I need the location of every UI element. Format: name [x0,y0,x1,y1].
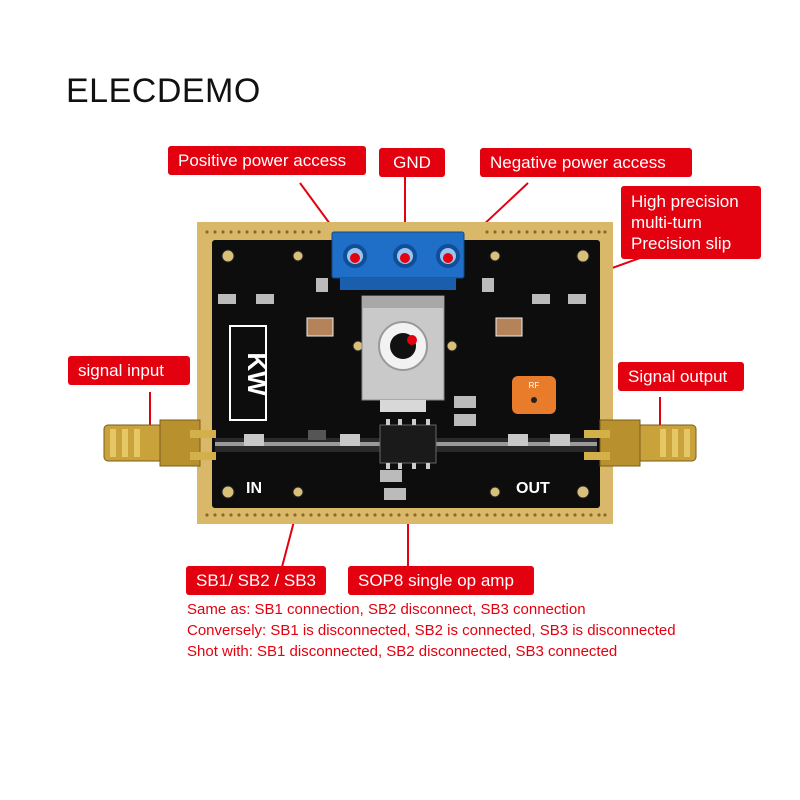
note-shot-with: Shot with: SB1 disconnected, SB2 disconn… [187,643,618,660]
callout-negative-power: Negative power access [480,148,692,177]
screw-terminal [331,231,465,290]
kw-logo-text: KW [242,352,272,396]
smd-components [218,278,586,500]
rf-icon: RF [512,376,556,414]
kw-logo: KW [229,325,272,421]
callout-precision-slip: High precision multi-turn Precision slip [621,186,761,259]
potentiometer [361,295,445,412]
in-label: IN [246,480,262,497]
leader-dots [350,253,453,345]
note-conversely: Conversely: SB1 is disconnected, SB2 is … [187,622,676,639]
note-same-as: Same as: SB1 connection, SB2 disconnect,… [187,601,586,618]
mounting-holes [221,249,590,499]
callout-op-amp: SOP8 single op amp [348,566,534,595]
callout-positive-power: Positive power access [168,146,366,175]
callout-sb-jumpers: SB1/ SB2 / SB3 [186,566,326,595]
brand-title: ELECDEMO [66,72,261,110]
callout-signal-input: signal input [68,356,190,385]
callout-signal-output: Signal output [618,362,744,391]
edge-vias [205,230,607,517]
rf-icon-text: RF [529,381,540,390]
sma-input-connector [103,419,216,467]
out-label: OUT [516,480,550,497]
sop8-op-amp [379,419,437,469]
sma-output-connector [584,419,697,467]
callout-gnd: GND [379,148,445,177]
